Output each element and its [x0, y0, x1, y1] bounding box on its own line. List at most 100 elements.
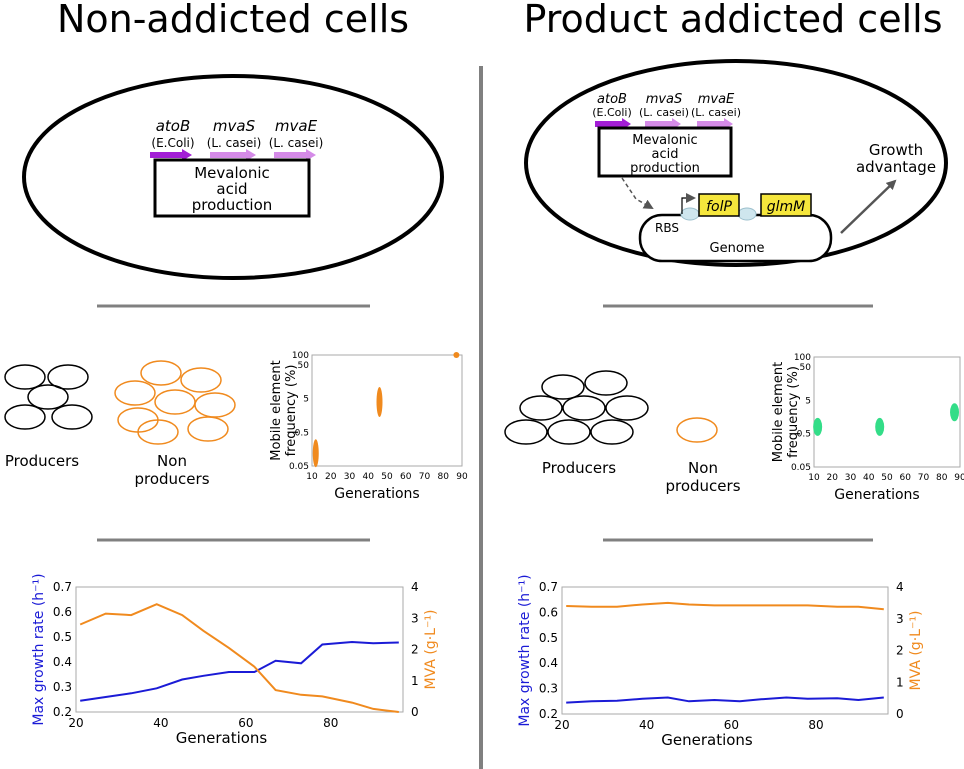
left-production-box: [153, 158, 311, 218]
gene-source: (E.Coli): [592, 106, 632, 119]
right-title: Product addicted cells: [523, 0, 942, 41]
y2-axis-label: MVA (g·L⁻¹): [908, 611, 924, 691]
gene-name: mvaS: [213, 117, 256, 135]
y2-tick-label: 4: [411, 580, 419, 594]
producer-cell: [547, 419, 591, 445]
y-tick-label: 0.5: [53, 630, 72, 644]
data-point: [312, 439, 319, 468]
x-tick-label: 50: [881, 473, 893, 483]
producer-cell: [504, 419, 548, 445]
left-non-producers-label: producers: [134, 470, 209, 488]
gene-name: mvaE: [275, 117, 318, 135]
non-producer-cell: [676, 417, 718, 443]
y-axis-label: Max growth rate (h⁻¹): [31, 573, 47, 725]
y-tick-label: 0.5: [539, 631, 558, 645]
promoter-icon: [681, 193, 696, 214]
gene-source: (L. casei): [639, 106, 689, 119]
gene-source: (L. casei): [269, 136, 324, 150]
y-tick-label: 0.5: [295, 428, 309, 438]
x-axis-label: Generations: [334, 486, 419, 502]
non-producer-cell: [137, 419, 179, 445]
gene-name: atoB: [597, 92, 627, 107]
x-tick-label: 30: [845, 473, 857, 483]
y-axis-label: frequency (%): [786, 366, 801, 458]
growth-advantage-label: Growth: [869, 141, 923, 159]
y-tick-label: 0.05: [791, 463, 811, 473]
plot-frame: [75, 586, 404, 713]
rbs-label: RBS: [655, 221, 679, 235]
right-panel: Product addicted cells atoB (E.Coli) mva…: [504, 0, 964, 749]
y2-tick-label: 2: [896, 644, 904, 658]
x-tick-label: 80: [323, 716, 338, 730]
left-gene-atoB: atoB (E.Coli): [150, 117, 195, 161]
gene-arrow-mvaS: [210, 149, 256, 161]
gene-arrow-atoB: [150, 149, 192, 161]
x-tick-label: 40: [153, 716, 168, 730]
left-non-producers-label: Non: [157, 452, 187, 470]
non-producer-cell: [187, 416, 229, 442]
right-producers-group: [504, 370, 649, 445]
y-tick-label: 0.3: [539, 682, 558, 696]
y-tick-label: 0.4: [539, 656, 558, 670]
x-tick-label: 30: [344, 472, 356, 482]
box-line: Mevalonic: [194, 164, 270, 182]
induction-arrow: [621, 177, 654, 209]
left-title: Non-addicted cells: [57, 0, 409, 41]
box-line: acid: [216, 180, 247, 198]
y-axis-label: Mobile element: [269, 360, 284, 460]
y-tick-label: 100: [292, 351, 309, 361]
y-axis-label: Mobile element: [771, 362, 786, 462]
x-tick-label: 60: [900, 473, 912, 483]
growth-rate-line: [566, 696, 884, 704]
y2-tick-label: 0: [411, 705, 419, 719]
y-tick-label: 0.3: [53, 680, 72, 694]
y-tick-label: 50: [800, 363, 812, 373]
x-tick-label: 40: [639, 718, 654, 732]
right-producers-label: Producers: [542, 459, 616, 477]
producer-cell: [51, 404, 93, 430]
folP-box: [698, 193, 740, 217]
producer-cell: [584, 370, 628, 396]
genome-label: Genome: [710, 241, 765, 256]
rbs-shape: [737, 207, 757, 221]
rbs-shape: [680, 207, 700, 221]
producer-cell: [541, 374, 585, 400]
left-non-producers-group: [114, 360, 236, 445]
data-point: [453, 352, 460, 358]
right-non-producers-label: producers: [665, 477, 740, 495]
plot-frame: [561, 586, 889, 715]
y2-tick-label: 3: [896, 612, 904, 626]
box-line: production: [630, 161, 700, 176]
x-tick-label: 20: [68, 716, 83, 730]
x-tick-label: 20: [325, 472, 337, 482]
y-tick-label: 5: [805, 396, 811, 406]
glmM-box: [760, 193, 812, 217]
folP-label: folP: [706, 199, 732, 215]
x-tick-label: 20: [554, 718, 569, 732]
data-point: [813, 417, 823, 436]
y2-tick-label: 0: [896, 707, 904, 721]
x-tick-label: 10: [808, 473, 820, 483]
box-line: acid: [652, 147, 679, 162]
x-tick-label: 90: [456, 472, 468, 482]
x-tick-label: 40: [363, 472, 375, 482]
glmM-label: glmM: [767, 199, 806, 215]
box-line: Mevalonic: [632, 133, 697, 148]
producer-cell: [4, 404, 46, 430]
data-point: [950, 403, 960, 422]
growth-arrow: [840, 179, 897, 234]
left-cell: [22, 74, 444, 280]
gene-arrow-mvaE: [274, 149, 316, 161]
x-tick-label: 70: [918, 473, 930, 483]
x-tick-label: 60: [238, 716, 253, 730]
y-axis-label: Max growth rate (h⁻¹): [517, 574, 533, 726]
left-panel: Non-addicted cells atoB (E.Coli) mvaS (L…: [4, 0, 468, 747]
y-tick-label: 0.7: [53, 580, 72, 594]
x-axis-label: Generations: [661, 731, 753, 749]
left-gene-mvaS: mvaS (L. casei): [207, 117, 261, 161]
growth-rate-line: [80, 640, 399, 702]
